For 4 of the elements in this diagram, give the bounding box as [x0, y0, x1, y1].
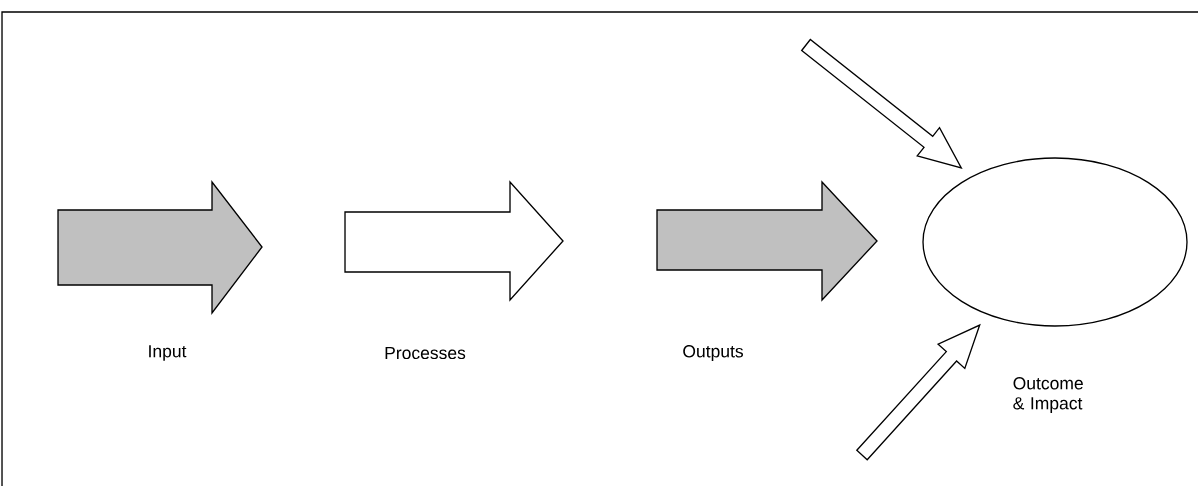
arrow-label: Input	[149, 345, 187, 361]
arrow-label: Processes	[385, 346, 466, 360]
ellipse-label: Outcome & Impact	[1013, 377, 1083, 413]
arrow-label: Outputs	[683, 345, 743, 361]
